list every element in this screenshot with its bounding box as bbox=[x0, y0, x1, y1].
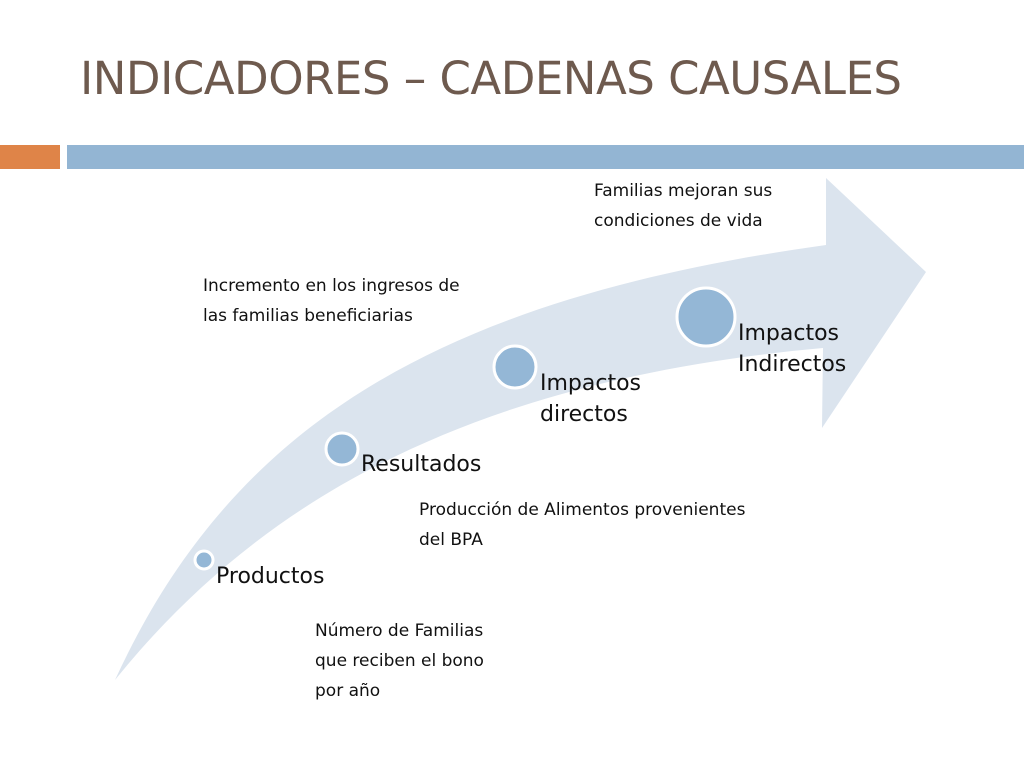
note-productos: Número de Familias que reciben el bono p… bbox=[315, 616, 484, 706]
note-impactos-directos-line2: las familias beneficiarias bbox=[203, 306, 413, 326]
note-impactos-indirectos: Familias mejoran sus condiciones de vida bbox=[594, 176, 772, 236]
stage-label-impactos-directos-line2: directos bbox=[540, 402, 628, 427]
note-impactos-indirectos-line2: condiciones de vida bbox=[594, 211, 763, 231]
note-resultados: Producción de Alimentos provenientes del… bbox=[419, 495, 745, 555]
stage-label-impactos-indirectos-line2: Indirectos bbox=[738, 352, 847, 377]
slide-title: INDICADORES – CADENAS CAUSALES bbox=[80, 52, 902, 105]
title-accent-orange-bar bbox=[0, 145, 60, 169]
stage-label-productos: Productos bbox=[216, 564, 325, 589]
note-resultados-line2: del BPA bbox=[419, 530, 483, 550]
stage-label-impactos-indirectos: Impactos Indirectos bbox=[738, 318, 846, 380]
node-resultados bbox=[324, 431, 360, 467]
title-accent-blue-bar bbox=[67, 145, 1024, 169]
note-resultados-line1: Producción de Alimentos provenientes bbox=[419, 500, 746, 520]
note-productos-line3: por año bbox=[315, 681, 381, 701]
note-productos-line2: que reciben el bono bbox=[315, 651, 484, 671]
node-productos bbox=[193, 549, 215, 571]
note-impactos-directos-line1: Incremento en los ingresos de bbox=[203, 276, 460, 296]
note-impactos-indirectos-line1: Familias mejoran sus bbox=[594, 181, 773, 201]
stage-label-impactos-directos-line1: Impactos bbox=[540, 371, 642, 396]
node-impactos-directos bbox=[492, 344, 538, 390]
stage-label-resultados: Resultados bbox=[361, 452, 482, 477]
stage-label-impactos-directos: Impactos directos bbox=[540, 368, 641, 430]
curved-arrow bbox=[115, 178, 926, 680]
node-impactos-indirectos bbox=[675, 286, 737, 348]
stage-label-impactos-indirectos-line1: Impactos bbox=[738, 321, 840, 346]
note-productos-line1: Número de Familias bbox=[315, 621, 484, 641]
note-impactos-directos: Incremento en los ingresos de las famili… bbox=[203, 271, 460, 331]
